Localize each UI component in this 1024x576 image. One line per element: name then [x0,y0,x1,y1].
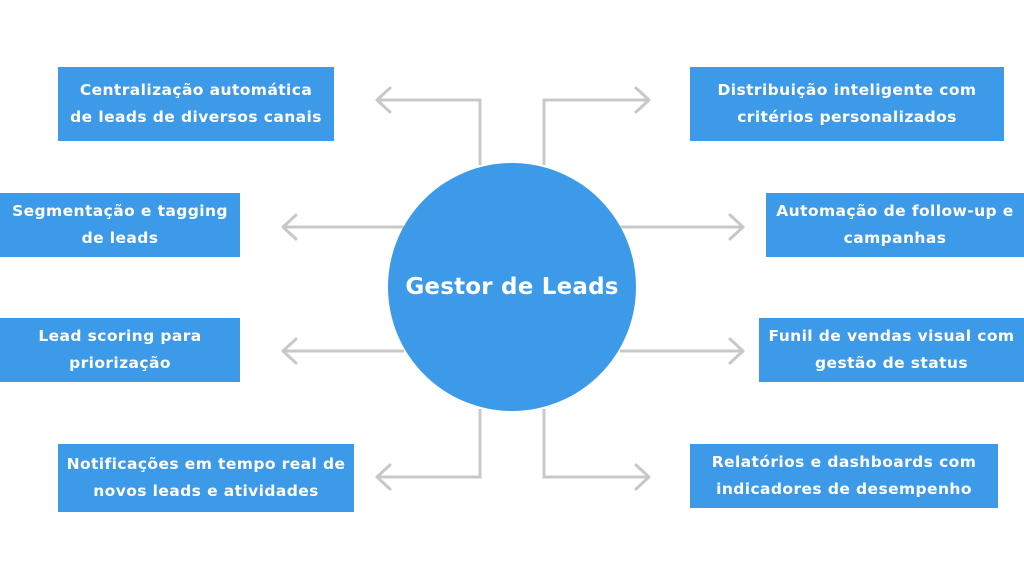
feature-box-reports: Relatórios e dashboards com indicadores … [690,444,998,508]
feature-label: Notificações em tempo real de novos lead… [66,455,346,500]
feature-label: Segmentação e tagging de leads [12,202,228,247]
arrowhead-top-left [375,86,392,114]
arrowhead-top-right [634,86,651,114]
arrowhead-bottom-right [634,463,651,491]
feature-label: Distribuição inteligente com critérios p… [717,81,977,126]
arrowhead-mid-right-upper [728,213,745,241]
feature-label: Funil de vendas visual com gestão de sta… [768,327,1015,372]
central-node-title: Gestor de Leads [405,274,619,300]
central-node: Gestor de Leads [388,163,636,411]
connector-top-left [378,98,482,165]
connector-bottom-left [378,409,482,479]
arrowhead-mid-left-upper [281,213,298,241]
connector-top-right [542,98,648,165]
feature-box-notifications: Notificações em tempo real de novos lead… [58,444,354,512]
feature-label: Automação de follow-up e campanhas [776,202,1014,247]
feature-label: Relatórios e dashboards com indicadores … [711,453,977,498]
arrowheads [281,86,745,491]
feature-box-sales-funnel: Funil de vendas visual com gestão de sta… [759,318,1024,382]
feature-box-lead-scoring: Lead scoring para priorização [0,318,240,382]
feature-label: Lead scoring para priorização [38,327,202,372]
feature-box-distribution: Distribuição inteligente com critérios p… [690,67,1004,141]
connector-group [284,98,742,479]
arrowhead-mid-left-lower [281,337,298,365]
arrowhead-mid-right-lower [728,337,745,365]
connector-bottom-right [542,409,648,479]
feature-box-lead-centralization: Centralização automática de leads de div… [58,67,334,141]
feature-box-segmentation: Segmentação e tagging de leads [0,193,240,257]
arrowhead-bottom-left [375,463,392,491]
feature-box-automation: Automação de follow-up e campanhas [766,193,1024,257]
feature-label: Centralização automática de leads de div… [70,81,322,126]
